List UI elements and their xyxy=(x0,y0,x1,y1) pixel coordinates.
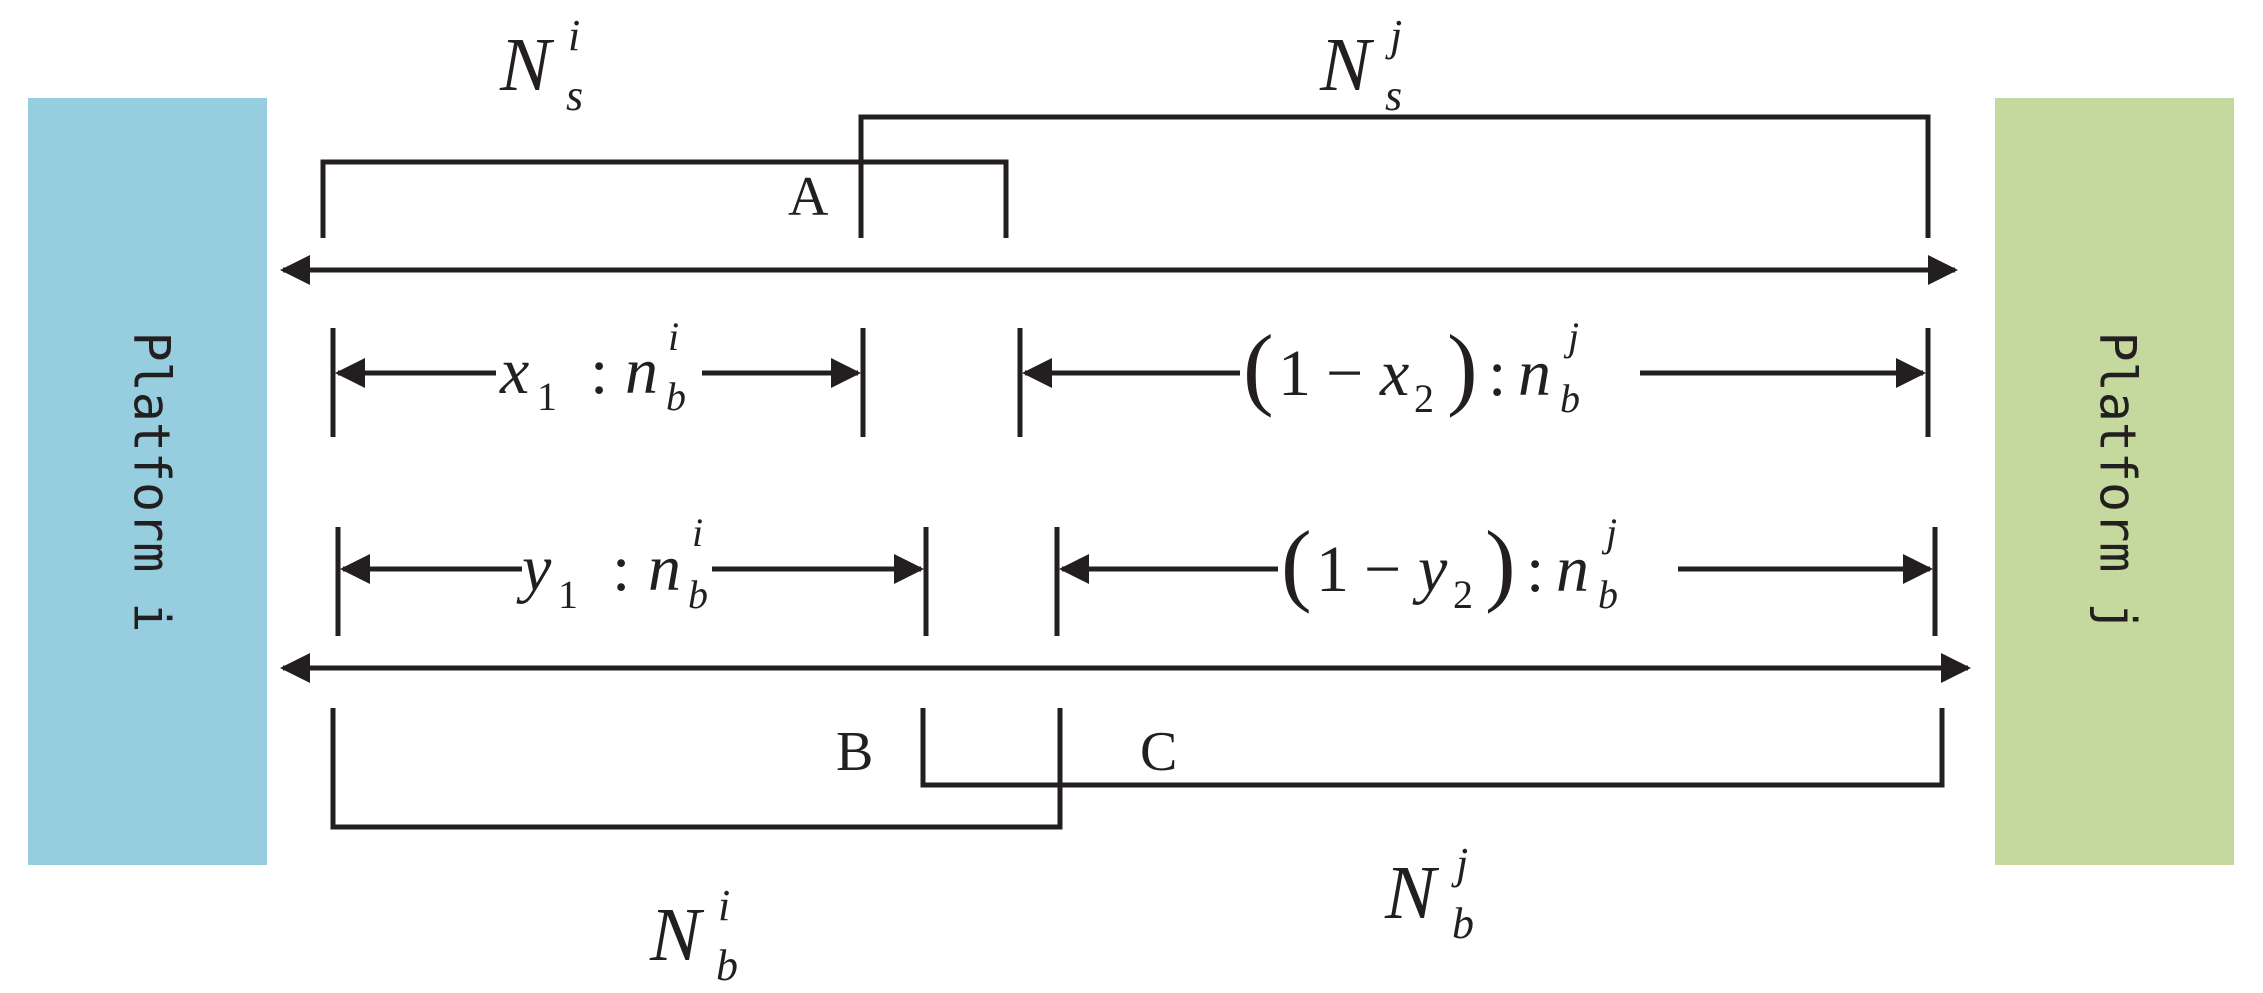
svg-text::: : xyxy=(1488,337,1506,410)
svg-text:x: x xyxy=(1379,337,1409,410)
label-buyers-i: N i b xyxy=(649,881,738,990)
svg-text:1: 1 xyxy=(1278,337,1311,410)
interval-y1-label: y 1 : n i b xyxy=(516,510,708,617)
svg-text:y: y xyxy=(516,532,552,605)
platform-j-box xyxy=(1995,98,2234,865)
svg-text:b: b xyxy=(688,572,708,617)
svg-text:n: n xyxy=(625,335,658,408)
svg-text:j: j xyxy=(1563,314,1579,359)
svg-text:n: n xyxy=(648,532,681,605)
bracket-buyers-j xyxy=(920,708,1945,788)
svg-text:x: x xyxy=(499,335,529,408)
label-sellers-j: N j s xyxy=(1319,11,1402,120)
svg-text:n: n xyxy=(1518,337,1551,410)
label-sellers-i: N i s xyxy=(499,11,583,120)
svg-text:i: i xyxy=(568,11,580,60)
platform-i-label: Platform i xyxy=(123,331,181,632)
svg-text:j: j xyxy=(1601,510,1617,555)
interval-x2-label: ( 1 − x 2 ) : n j b xyxy=(1243,314,1580,421)
platform-j-label: Platform j xyxy=(2089,331,2147,632)
svg-text:(: ( xyxy=(1281,512,1312,614)
svg-text:): ) xyxy=(1447,316,1478,418)
label-buyers-j: N j b xyxy=(1384,839,1474,948)
svg-text:b: b xyxy=(716,941,738,990)
svg-text:y: y xyxy=(1412,533,1448,606)
svg-text:1: 1 xyxy=(558,572,578,617)
svg-text:j: j xyxy=(1451,839,1468,888)
svg-text::: : xyxy=(590,335,608,408)
svg-text:N: N xyxy=(499,23,555,107)
svg-text:N: N xyxy=(1319,23,1375,107)
svg-text:1: 1 xyxy=(537,374,557,419)
svg-text:2: 2 xyxy=(1453,572,1473,617)
svg-text:s: s xyxy=(1385,71,1402,120)
bracket-sellers-i xyxy=(320,159,1009,238)
svg-text:2: 2 xyxy=(1414,376,1434,421)
svg-text:s: s xyxy=(566,71,583,120)
svg-text::: : xyxy=(612,532,630,605)
interval-x1-label: x 1 : n i b xyxy=(499,314,686,419)
svg-text:N: N xyxy=(649,893,705,977)
svg-text:−: − xyxy=(1326,337,1363,410)
svg-text:j: j xyxy=(1385,11,1402,60)
interval-y2-label: ( 1 − y 2 ) : n j b xyxy=(1281,510,1618,617)
svg-text::: : xyxy=(1526,533,1544,606)
svg-text:b: b xyxy=(1560,376,1580,421)
svg-text:1: 1 xyxy=(1316,533,1349,606)
platform-i-box xyxy=(28,98,267,865)
svg-text:(: ( xyxy=(1243,316,1274,418)
point-b-label: B xyxy=(836,721,873,783)
svg-text:−: − xyxy=(1364,533,1401,606)
svg-text:b: b xyxy=(666,374,686,419)
svg-text:N: N xyxy=(1384,851,1440,935)
svg-text:): ) xyxy=(1485,512,1516,614)
svg-text:i: i xyxy=(668,314,679,359)
svg-text:i: i xyxy=(692,510,703,555)
svg-text:b: b xyxy=(1598,572,1618,617)
bracket-buyers-i xyxy=(330,708,1063,830)
svg-text:i: i xyxy=(718,881,730,930)
svg-text:n: n xyxy=(1556,533,1589,606)
bracket-sellers-j xyxy=(858,114,1931,238)
point-c-label: C xyxy=(1140,721,1177,783)
point-a-label: A xyxy=(788,166,829,228)
svg-text:b: b xyxy=(1452,899,1474,948)
